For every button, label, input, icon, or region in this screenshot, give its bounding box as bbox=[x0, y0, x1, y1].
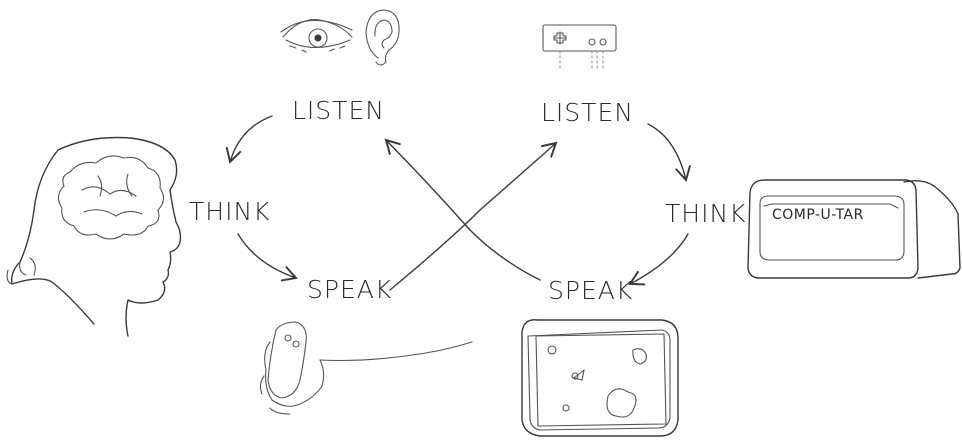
computer-listen-label: LISTEN bbox=[541, 98, 634, 127]
arrow-listen-to-think bbox=[225, 115, 273, 164]
hand-controller-icon bbox=[259, 321, 473, 415]
human-listen-label: LISTEN bbox=[292, 96, 385, 125]
computer-brand-label: COMP-U-TAR bbox=[772, 207, 864, 223]
computer-box-icon bbox=[747, 179, 961, 279]
ear-icon bbox=[365, 9, 400, 66]
head-brain-icon bbox=[6, 136, 182, 337]
arrow-think-to-speak bbox=[237, 233, 298, 282]
screen-icon bbox=[521, 319, 679, 437]
arrow-think-to-speak-computer bbox=[628, 233, 689, 286]
arrow-computer-speak-to-human-listen bbox=[384, 138, 541, 281]
arrow-listen-to-think-computer bbox=[647, 123, 691, 182]
human-think-label: THINK bbox=[189, 197, 271, 226]
computer-speak-label: SPEAK bbox=[548, 276, 633, 305]
arrow-human-speak-to-computer-listen bbox=[389, 141, 558, 291]
human-speak-label: SPEAK bbox=[307, 275, 392, 304]
computer-think-label: THINK bbox=[665, 199, 747, 228]
gamepad-icon bbox=[542, 24, 617, 71]
eye-icon bbox=[280, 19, 353, 53]
